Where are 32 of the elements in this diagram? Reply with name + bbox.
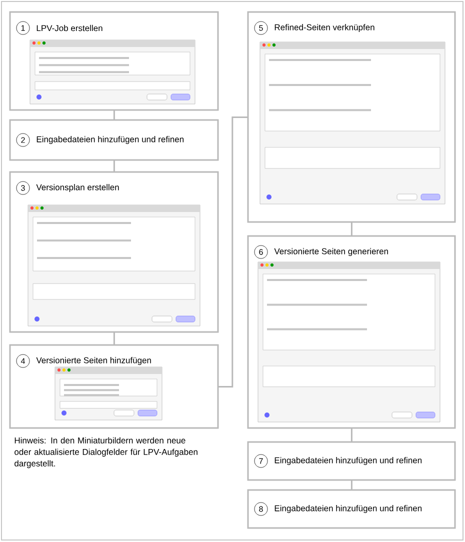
step-box bbox=[247, 441, 456, 481]
step-number: 8 bbox=[254, 502, 268, 516]
connector-line bbox=[113, 332, 115, 345]
connector-line bbox=[113, 110, 115, 120]
step-title: Eingabedateien hinzufügen und refinen bbox=[274, 457, 422, 465]
connector-line bbox=[350, 428, 352, 442]
step-title: Versionierte Seiten hinzufügen bbox=[36, 357, 151, 365]
step-title: Eingabedateien hinzufügen und refinen bbox=[36, 136, 184, 144]
connector-line bbox=[350, 480, 352, 490]
step-box bbox=[9, 171, 219, 333]
connector-line bbox=[113, 160, 115, 172]
note-text: Hinweis: In den Miniaturbildern werden neue oder aktualisierte Dialogfelder für LPV-Aufgaben dargestellt. bbox=[14, 437, 198, 468]
step-number: 1 bbox=[16, 21, 30, 35]
step-title: Eingabedateien hinzufügen und refinen bbox=[274, 505, 422, 513]
step-box bbox=[247, 489, 456, 529]
step-title: LPV-Job erstellen bbox=[36, 24, 102, 32]
step-title: Versionierte Seiten generieren bbox=[274, 248, 388, 256]
step-number: 7 bbox=[254, 454, 268, 468]
step-box bbox=[247, 235, 456, 429]
step-box bbox=[9, 11, 219, 111]
step-box bbox=[9, 119, 219, 161]
step-number: 3 bbox=[16, 181, 30, 195]
step-title: Versionsplan erstellen bbox=[36, 184, 119, 192]
connector-line bbox=[350, 222, 352, 236]
step-number: 4 bbox=[16, 354, 30, 368]
step-number: 6 bbox=[254, 245, 268, 259]
connector-line bbox=[218, 116, 248, 388]
step-title: Refined-Seiten verknüpfen bbox=[274, 24, 374, 32]
step-box bbox=[247, 11, 456, 223]
step-number: 5 bbox=[254, 21, 268, 35]
step-number: 2 bbox=[16, 133, 30, 147]
step-box bbox=[9, 344, 219, 429]
